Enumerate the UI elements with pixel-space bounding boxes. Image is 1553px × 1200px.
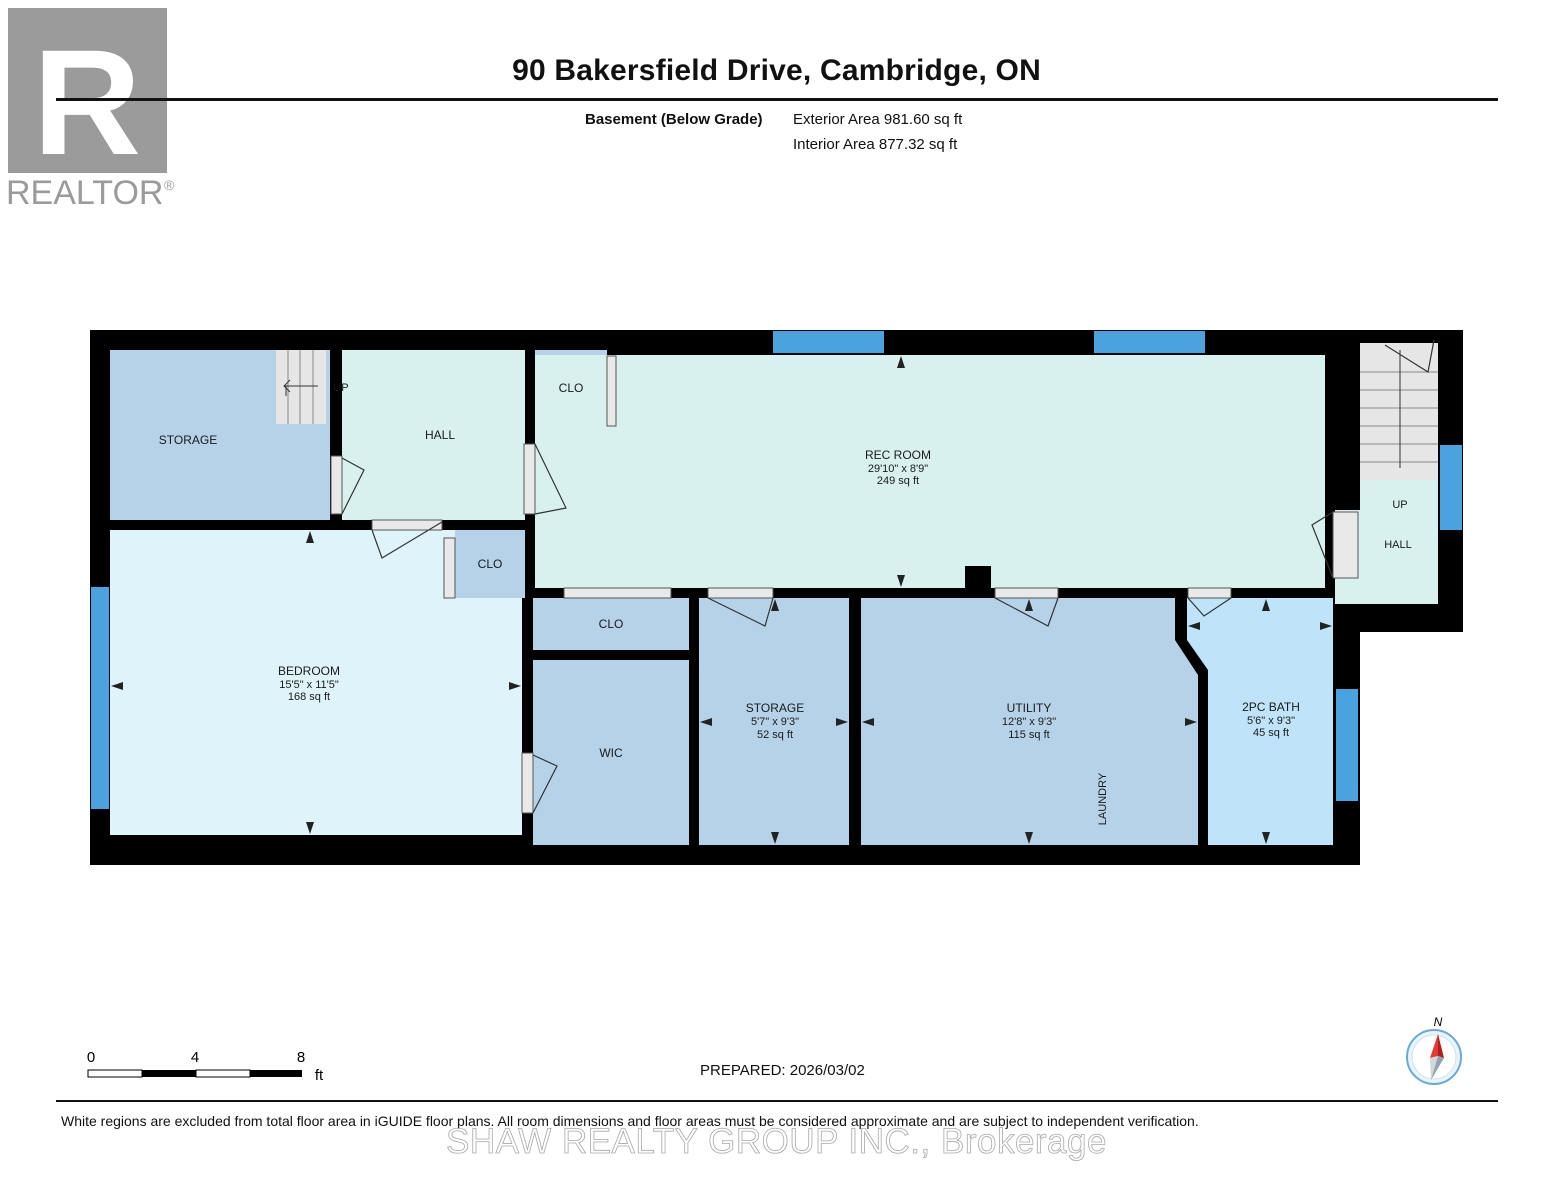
area-storage-s: 52 sq ft [757,729,793,741]
window-bath [1336,689,1358,801]
scale-bar: 0 4 8 ft [87,1049,324,1084]
label-stairs-up-w: UP [333,382,348,394]
realtor-logo-text: REALTOR [6,174,163,212]
realtor-logo: R REALTOR ® [6,8,175,212]
dims-rec-room: 29'10" x 8'9" [868,463,928,475]
brokerage-watermark: SHAW REALTY GROUP INC., Brokerage [446,1122,1107,1162]
stair-treads-w [287,350,314,424]
stairs-e [1360,343,1438,480]
room-rec-ext [607,438,1325,588]
area-bath: 45 sq ft [1253,727,1289,739]
footer-divider [56,1100,1498,1102]
window-hall-e [1440,445,1462,530]
area-rec-room: 249 sq ft [877,475,919,487]
label-wic: WIC [599,746,623,760]
disclaimer-text: White regions are excluded from total fl… [61,1113,1199,1129]
label-stairs-up-e: UP [1392,499,1407,511]
interior-area: Interior Area 877.32 sq ft [793,136,958,153]
windows [91,331,1462,809]
window-bedroom [91,587,109,809]
label-clo-mid: CLO [599,617,624,631]
area-utility: 115 sq ft [1008,729,1049,741]
room-storage-s [699,598,849,845]
window-rec-2 [1094,331,1205,353]
compass-north-label: N [1434,1015,1443,1029]
label-rec-room: REC ROOM [865,448,931,462]
header-divider [56,98,1498,101]
realtor-logo-square [8,8,167,173]
room-clo-mid [533,598,689,650]
room-bath [1187,598,1333,845]
label-hall-w: HALL [425,428,455,442]
label-storage-nw: STORAGE [159,433,217,447]
prepared-date: PREPARED: 2026/03/02 [700,1062,865,1079]
dims-bedroom: 15'5" x 11'5" [279,679,339,691]
north-compass-icon: N [1406,1015,1462,1085]
room-hall-e [1360,480,1438,604]
stairs-arrow-w [283,379,318,396]
label-hall-e: HALL [1384,539,1412,551]
realtor-logo-mark: ® [164,177,175,193]
floor-level-label: Basement (Below Grade) [585,111,763,128]
label-bedroom: BEDROOM [278,664,340,678]
property-address-title: 90 Bakersfield Drive, Cambridge, ON [512,54,1041,87]
dims-bath: 5'6" x 9'3" [1247,715,1295,727]
room-utility [861,598,1198,845]
label-clo-top: CLO [559,381,584,395]
dims-storage-s: 5'7" x 9'3" [751,716,799,728]
door-openings [330,355,1359,814]
label-laundry: LAUNDRY [1097,772,1109,825]
scale-tick-0: 0 [87,1049,95,1066]
room-clo-bed [455,530,525,598]
door-swings [341,339,1435,814]
pillar [965,566,991,596]
label-clo-bed: CLO [478,557,503,571]
stairs-w [276,350,326,424]
label-bath: 2PC BATH [1242,700,1300,714]
label-storage-s: STORAGE [746,701,804,715]
scale-unit: ft [315,1067,324,1084]
window-rec-1 [773,331,884,353]
area-bedroom: 168 sq ft [288,691,330,703]
room-hall-w [342,350,525,520]
scale-tick-8: 8 [297,1049,305,1066]
room-wic [533,660,689,845]
stair-treads-e [1360,371,1438,463]
realtor-logo-letter: R [33,18,141,186]
dims-utility: 12'8" x 9'3" [1002,716,1056,728]
exterior-area: Exterior Area 981.60 sq ft [793,111,963,128]
scale-tick-4: 4 [191,1049,199,1066]
label-utility: UTILITY [1007,701,1052,715]
dimension-arrows [111,356,1332,844]
